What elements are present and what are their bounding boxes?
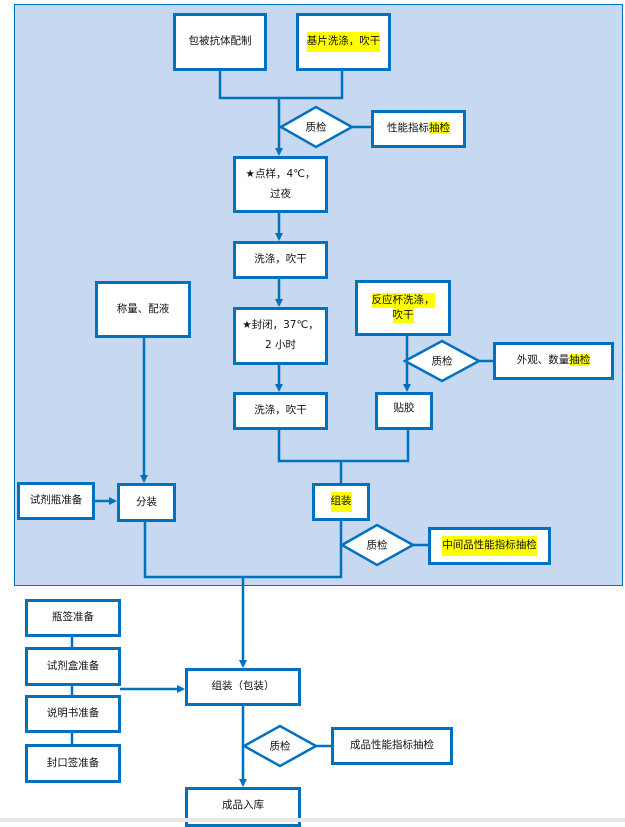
connector-bottom-merge (143, 520, 343, 579)
node-manual-prepare: 说明书准备 (25, 695, 121, 733)
node-assembly: 组装 (312, 483, 370, 521)
node-kit-box-prepare: 试剂盒准备 (25, 647, 121, 686)
node-cup-wash: 反应杯洗涤， 吹干 (355, 280, 451, 336)
node-label: 说明书准备 (46, 707, 100, 720)
node-label-1: ★封闭，37℃， (242, 319, 319, 332)
qc3-diamond (339, 523, 416, 567)
node-bottle-prepare: 试剂瓶准备 (17, 482, 95, 520)
node-label: 性能指标抽检 (387, 122, 450, 135)
qc4-diamond (241, 724, 319, 768)
node-label-1: ★点样，4℃， (245, 167, 316, 180)
qc2-diamond (402, 339, 482, 383)
node-label-2: 过夜 (270, 187, 291, 200)
node-label: 包被抗体配制 (188, 35, 252, 48)
star-icon: ★ (245, 167, 255, 180)
node-qc4-detail: 成品性能指标抽检 (331, 727, 453, 765)
node-wash2: 洗涤，吹干 (233, 392, 328, 430)
node-blocking: ★封闭，37℃， 2 小时 (233, 307, 328, 365)
node-packaging: 组装（包装） (185, 668, 301, 706)
node-label: 成品性能指标抽检 (350, 739, 434, 752)
node-substrate-wash: 基片洗涤，吹干 (296, 13, 391, 71)
node-label: 试剂瓶准备 (29, 494, 83, 507)
star-icon: ★ (242, 319, 252, 332)
node-label: 基片洗涤，吹干 (306, 32, 381, 52)
node-label: 成品入库 (222, 799, 264, 811)
node-label: 中间品性能指标抽检 (442, 536, 537, 556)
node-weigh-prepare: 称量、配液 (95, 281, 191, 338)
node-label: 洗涤，吹干 (254, 253, 307, 266)
node-label: 组装 (330, 492, 352, 512)
node-label: 封口签准备 (46, 756, 100, 769)
qc3-label: 质检 (366, 539, 388, 552)
node-dispense: 分装 (117, 483, 176, 522)
node-label: 洗涤，吹干 (254, 404, 307, 417)
node-label-prepare: 瓶签准备 (25, 599, 121, 637)
node-label: 试剂盒准备 (46, 659, 100, 672)
bottom-divider (0, 818, 625, 822)
connector-top-merge (218, 70, 344, 100)
node-label: 贴胶 (393, 402, 415, 414)
node-wash1: 洗涤，吹干 (233, 241, 328, 279)
node-adhesive: 贴胶 (375, 392, 433, 430)
node-label-2: 2 小时 (264, 339, 297, 351)
node-coat-antibody: 包被抗体配制 (173, 13, 267, 71)
node-label: 分装 (136, 495, 157, 508)
node-label-1: 反应杯洗涤， (371, 293, 435, 308)
qc1-label: 质检 (305, 121, 327, 134)
node-seal-label-prepare: 封口签准备 (25, 744, 121, 783)
node-label-2: 吹干 (392, 308, 414, 323)
qc4-label: 质检 (269, 740, 291, 753)
node-spotting: ★点样，4℃， 过夜 (233, 156, 328, 213)
node-qc3-detail: 中间品性能指标抽检 (428, 527, 551, 565)
node-label: 外观、数量抽检 (516, 354, 591, 367)
node-label: 瓶签准备 (52, 611, 94, 624)
node-qc1-detail: 性能指标抽检 (371, 110, 466, 148)
connector-mid-merge (277, 429, 410, 463)
node-qc2-detail: 外观、数量抽检 (493, 342, 614, 380)
qc1-diamond (278, 105, 355, 149)
node-label: 称量、配液 (116, 302, 170, 315)
node-label: 组装（包装） (211, 680, 275, 693)
qc2-label: 质检 (431, 355, 453, 368)
